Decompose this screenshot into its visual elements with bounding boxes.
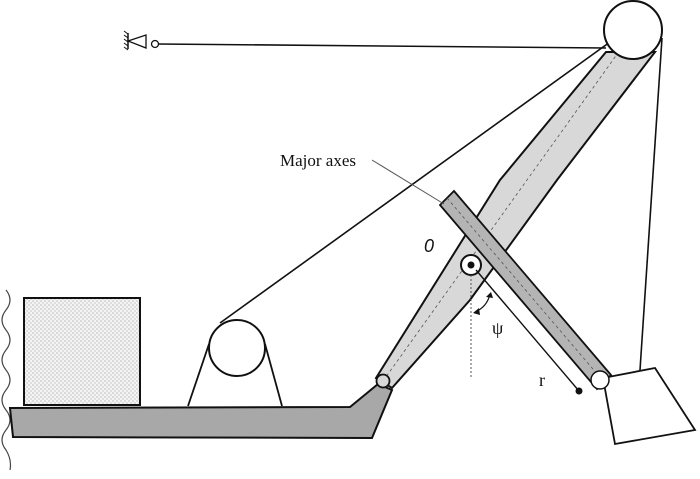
arrowhead-icon: [473, 308, 480, 315]
counterweight-box: [23, 297, 141, 406]
arrowhead-icon: [486, 292, 493, 298]
stick-centerline: [446, 197, 605, 383]
ground-wavy-line: [1, 289, 12, 471]
deck-base: [8, 382, 394, 440]
bucket-cable: [639, 37, 663, 371]
radius-end-dot: [575, 387, 583, 395]
origin-label: 0: [424, 236, 434, 256]
hoist-cable: [219, 41, 611, 324]
top-sheave: [603, 0, 663, 60]
major-axes-label: Major axes: [280, 151, 356, 170]
bucket: [601, 367, 697, 446]
winch-pulley: [187, 319, 283, 407]
boom: [374, 51, 658, 390]
anchor-fixed-support: [123, 30, 160, 51]
pivot-dot: [467, 261, 475, 269]
r-label: r: [539, 370, 545, 390]
boom-hinge: [375, 373, 391, 389]
suspension-cable: [157, 43, 607, 49]
stick-end-pin: [590, 370, 610, 390]
radius-line: [475, 269, 580, 392]
major-axes-leader: [371, 159, 445, 205]
psi-label: ψ: [492, 318, 504, 338]
